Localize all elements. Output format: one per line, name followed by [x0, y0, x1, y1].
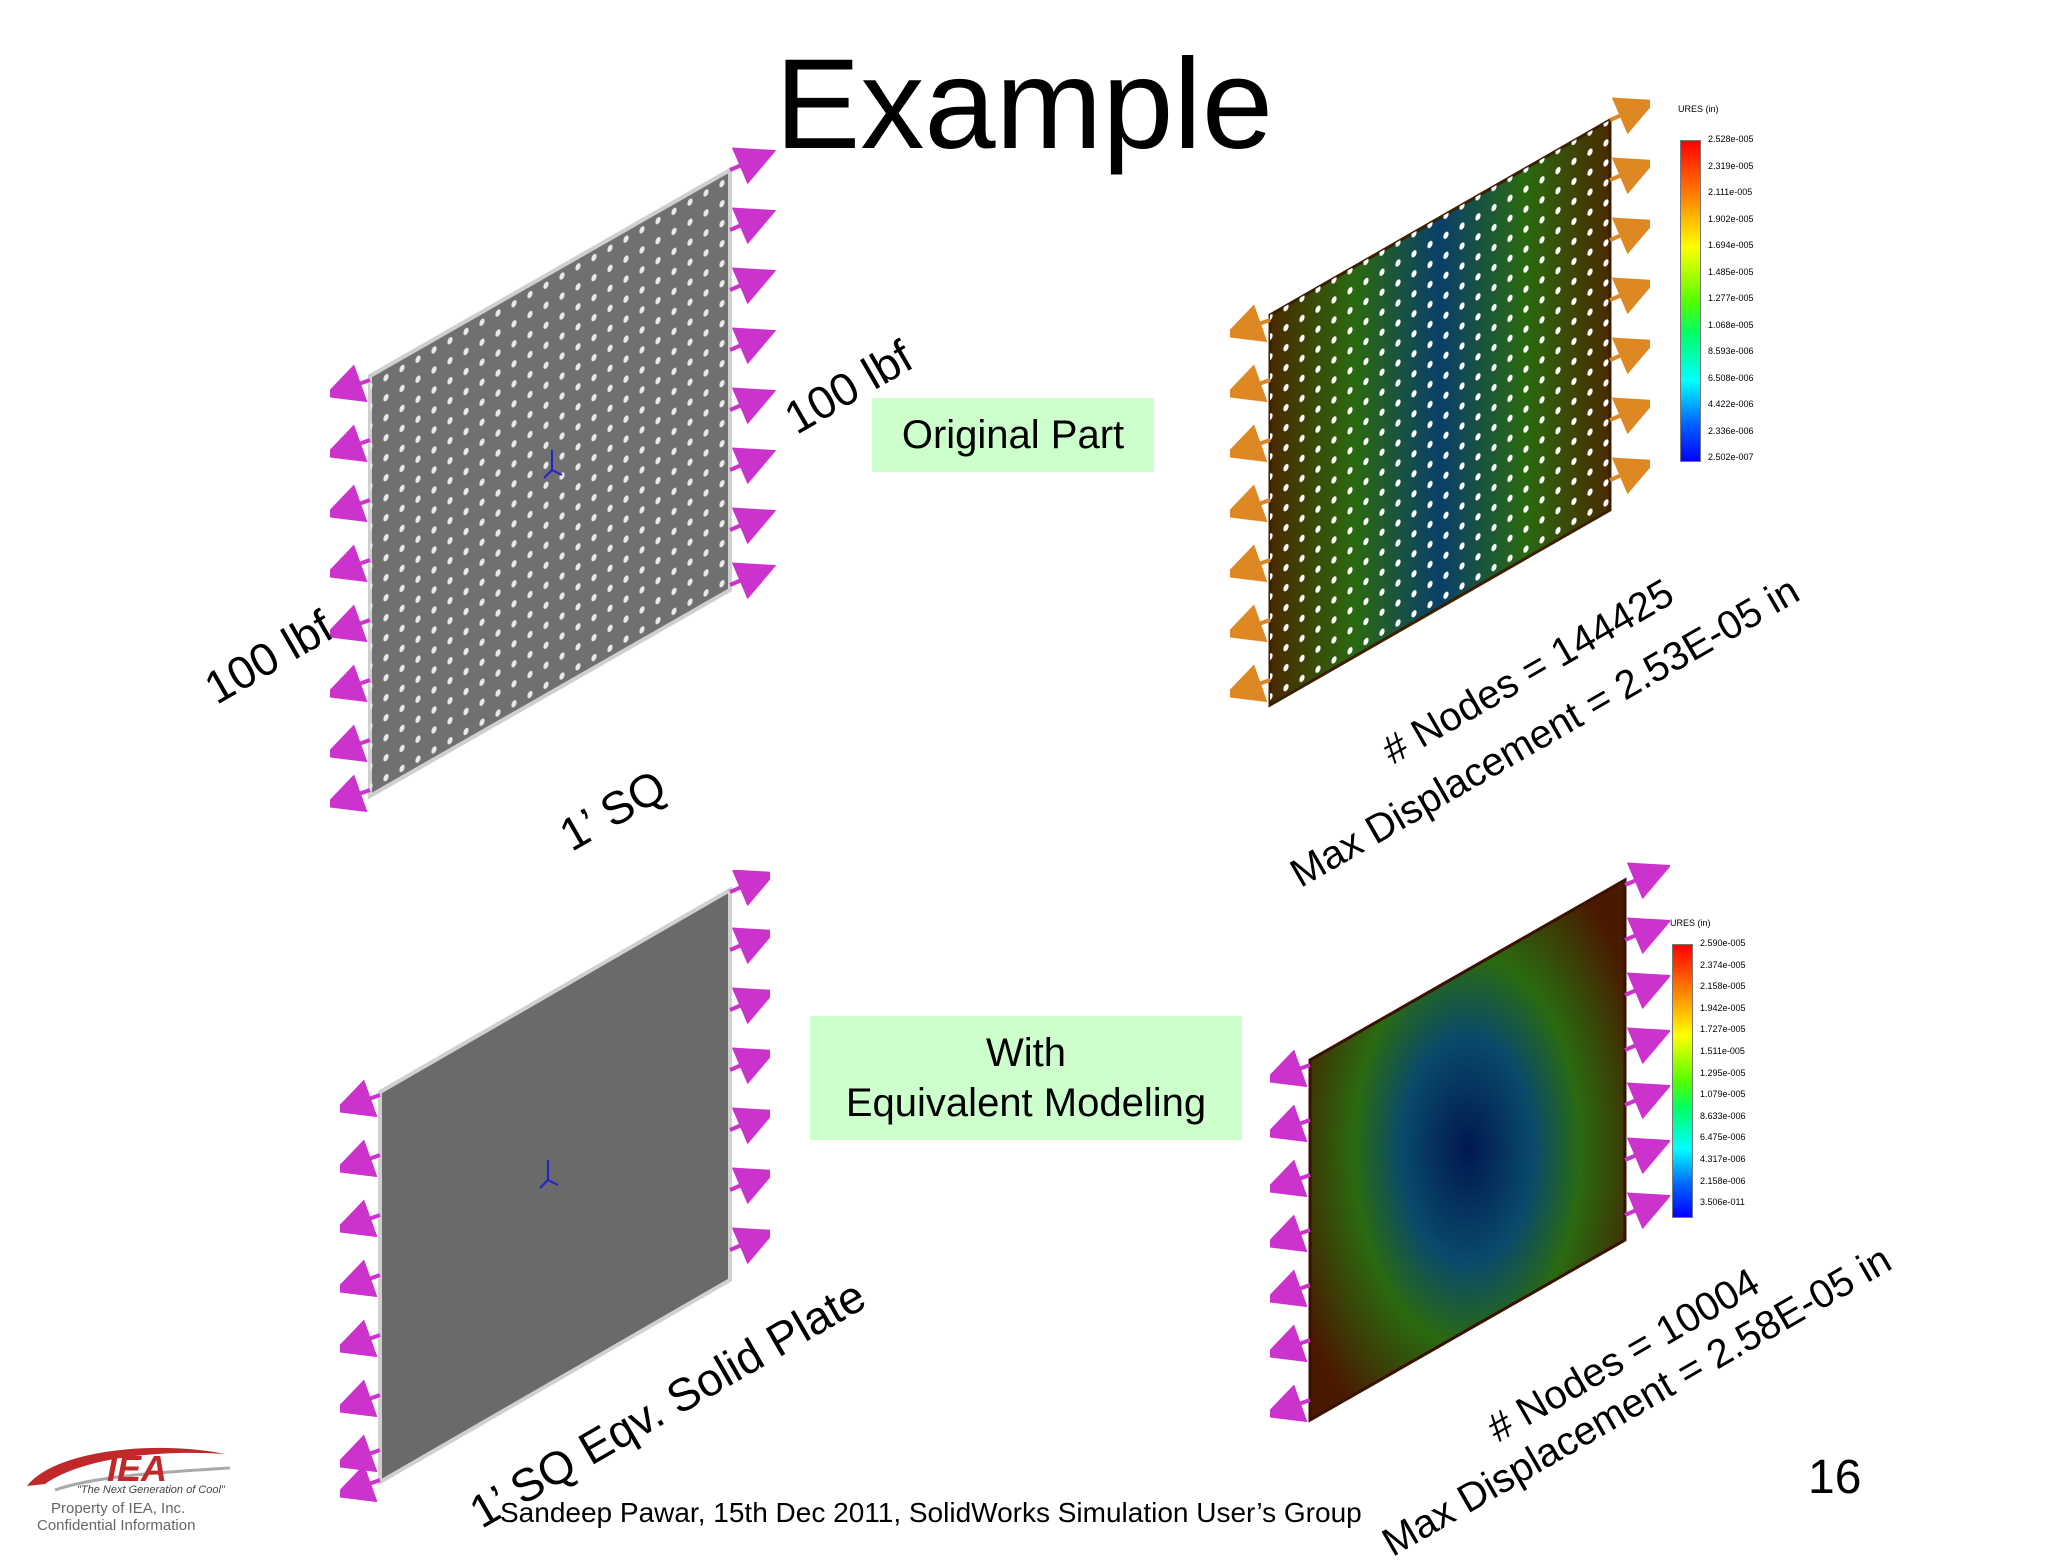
original-part-box: Original Part: [872, 398, 1154, 472]
equivalent-result-plot: [1270, 862, 1670, 1423]
solid-plate: [378, 886, 732, 1486]
perforated-plate-figure: [330, 147, 777, 813]
force-label-left: 100 lbf: [195, 599, 342, 714]
original-legend-tick: 2.319e-005: [1708, 160, 1754, 171]
equivalent-legend-tick: 3.506e-011: [1700, 1197, 1745, 1208]
iea-logo-text: IEA: [107, 1448, 168, 1489]
iea-logo-swoosh-icon: [27, 1447, 231, 1492]
equivalent-legend-tick: 8.633e-006: [1700, 1110, 1746, 1121]
equivalent-legend-tick: 2.590e-005: [1700, 938, 1746, 948]
original-legend-tick: 2.336e-006: [1708, 425, 1754, 436]
original-legend-tick: 2.528e-005: [1708, 134, 1754, 144]
equivalent-left-force-arrows: [1270, 1049, 1311, 1423]
left-force-arrows: [330, 364, 371, 813]
equivalent-right-force-arrows: [1624, 862, 1670, 1230]
equivalent-legend-tick: 1.511e-005: [1700, 1046, 1745, 1056]
original-legend-title: URES (in): [1678, 104, 1719, 114]
original-legend-tick: 1.485e-005: [1708, 266, 1754, 277]
equivalent-box-line2: Equivalent Modeling: [845, 1081, 1207, 1125]
page-number: 16: [1808, 1451, 1862, 1504]
equivalent-legend-tick: 2.158e-005: [1700, 981, 1746, 992]
right-force-arrows: [729, 147, 777, 600]
axis-triad-icon: [543, 450, 563, 479]
solid-right-force-arrows: [729, 870, 770, 1265]
original-legend-tick: 8.593e-006: [1708, 346, 1754, 356]
equivalent-legend-title: URES (in): [1670, 918, 1711, 928]
original-legend-tick: 2.502e-007: [1708, 452, 1754, 462]
original-legend-colorbar: [1680, 140, 1701, 462]
slide-title: Example: [775, 33, 1273, 176]
equivalent-legend-tick: 1.727e-005: [1700, 1024, 1746, 1035]
iea-logo: IEA "The Next Generation of Cool" Proper…: [15, 1440, 235, 1535]
original-legend-tick: 2.111e-005: [1708, 187, 1753, 197]
equivalent-result-plate: [1308, 877, 1627, 1423]
equivalent-legend-tick: 2.158e-006: [1700, 1175, 1746, 1186]
result-force-arrows-right: [1609, 97, 1650, 495]
equivalent-legend: URES (in) 2.590e-005 2.374e-005 2.158e-005…: [1670, 918, 1780, 1218]
original-legend-tick: 1.902e-005: [1708, 213, 1754, 224]
solid-axis-triad-icon: [539, 1160, 559, 1189]
equivalent-legend-colorbar: [1672, 944, 1693, 1218]
equivalent-legend-tick: 2.374e-005: [1700, 959, 1746, 970]
equivalent-legend-tick: 1.942e-005: [1700, 1002, 1746, 1013]
equivalent-legend-tick: 4.317e-006: [1700, 1154, 1746, 1164]
iea-confidential-line: Confidential Information: [37, 1517, 196, 1534]
equivalent-modeling-box: With Equivalent Modeling: [810, 1016, 1242, 1140]
footer-credit: Sandeep Pawar, 15th Dec 2011, SolidWorks…: [500, 1497, 1362, 1528]
original-result-plot: [1230, 97, 1650, 708]
equivalent-legend-tick: 1.079e-005: [1700, 1089, 1746, 1100]
equivalent-legend-tick: 6.475e-006: [1700, 1132, 1746, 1143]
iea-logo-tagline: "The Next Generation of Cool": [77, 1484, 225, 1496]
original-legend-tick: 1.068e-005: [1708, 319, 1754, 330]
original-legend-tick: 1.277e-005: [1708, 293, 1754, 303]
equivalent-box-line1: With: [986, 1031, 1066, 1075]
original-legend-tick: 6.508e-006: [1708, 372, 1754, 383]
original-part-label: Original Part: [901, 413, 1125, 457]
iea-property-line: Property of IEA, Inc.: [51, 1500, 186, 1517]
result-force-arrows-left: [1230, 304, 1271, 703]
equivalent-legend-tick: 1.295e-005: [1700, 1067, 1746, 1078]
original-legend: URES (in) 2.528e-005 2.319e-005 2.111e-005…: [1678, 104, 1788, 464]
original-legend-tick: 4.422e-006: [1708, 399, 1754, 409]
solid-left-force-arrows: [340, 1079, 381, 1503]
original-legend-tick: 1.694e-005: [1708, 240, 1754, 250]
solid-plate-figure: [340, 870, 770, 1503]
